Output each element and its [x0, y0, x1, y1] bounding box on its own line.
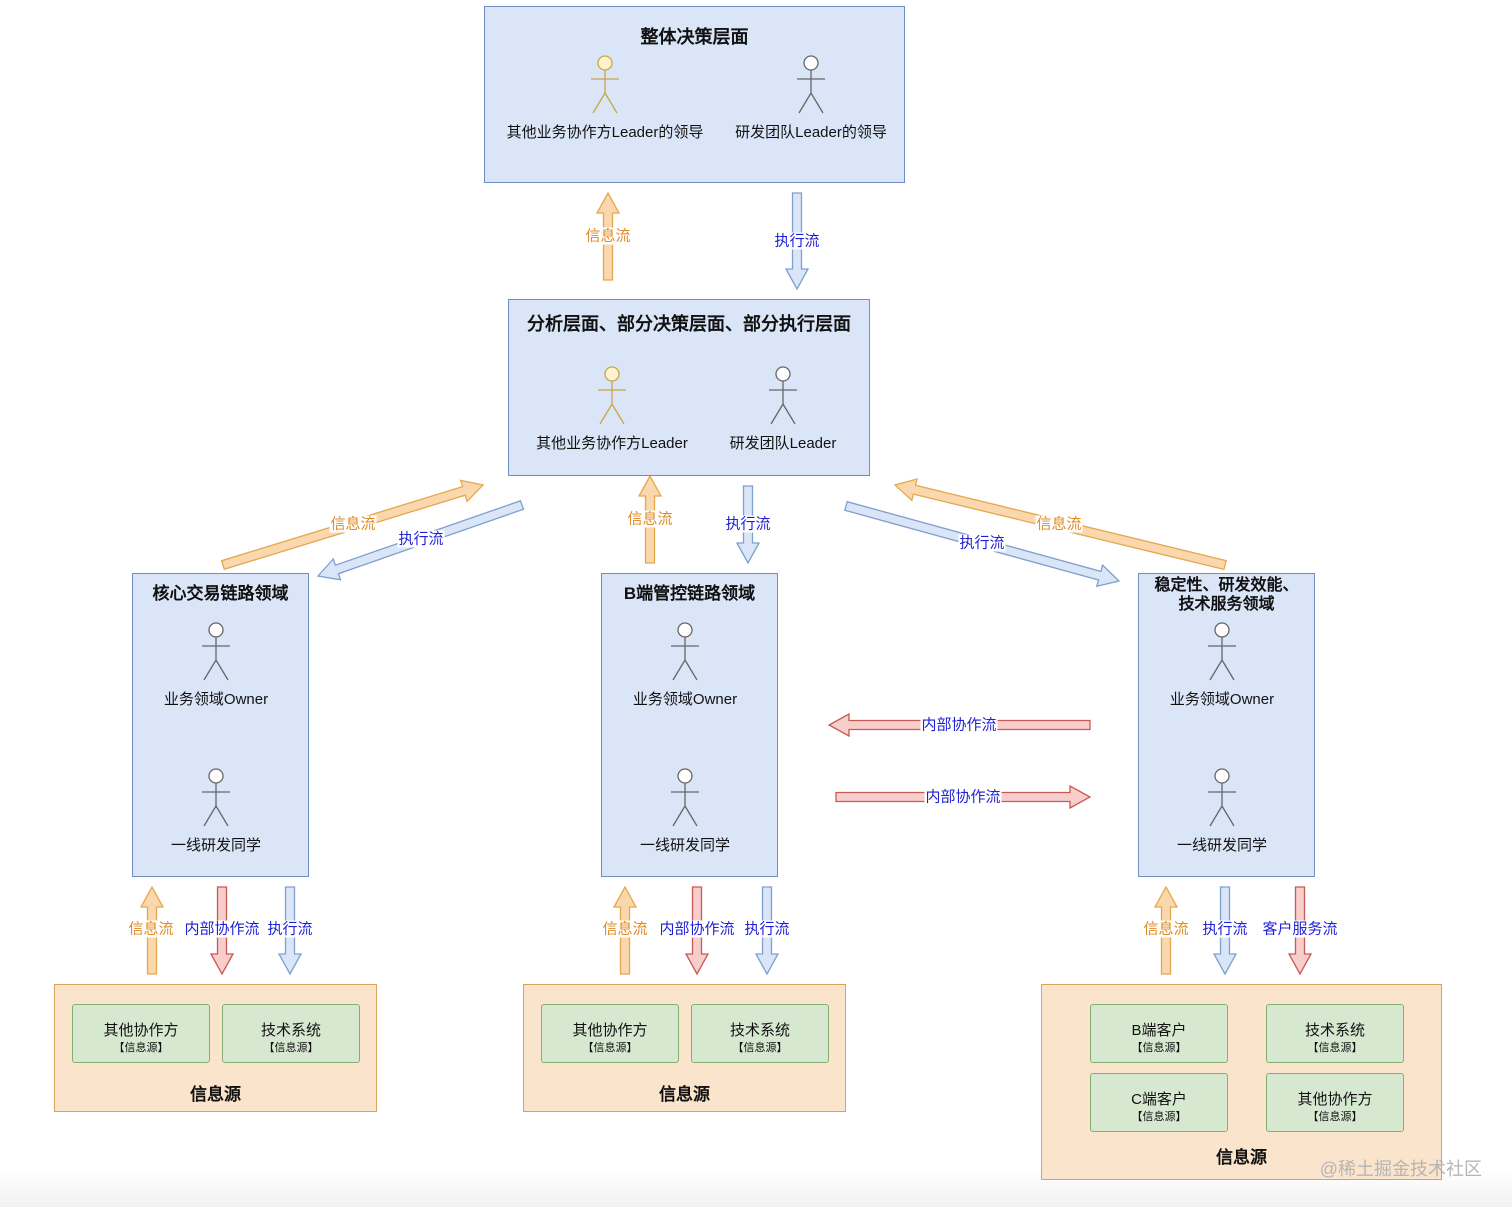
flow-label-info: 信息流 [1142, 920, 1190, 938]
flow-label-exec: 执行流 [397, 530, 445, 548]
flow-label-exec: 执行流 [724, 515, 772, 533]
actor-frontline-dev: 一线研发同学 [575, 768, 795, 855]
flow-label-exec: 执行流 [743, 920, 791, 938]
actor-label: 一线研发同学 [1176, 837, 1267, 854]
source-item: 其他协作方 【信息源】 [1266, 1073, 1404, 1132]
person-icon [1208, 622, 1236, 681]
source-item-tag: 【信息源】 [1131, 1111, 1187, 1123]
middle-analysis-box: 分析层面、部分决策层面、部分执行层面 其他业务协作方Leader 研发团队Lea… [508, 299, 870, 476]
source-item-tag: 【信息源】 [263, 1042, 319, 1054]
source-item: 技术系统 【信息源】 [222, 1004, 360, 1063]
source-item-tag: 【信息源】 [113, 1042, 169, 1054]
source-item-tag: 【信息源】 [582, 1042, 638, 1054]
actor-partner-leader: 其他业务协作方Leader [502, 366, 722, 453]
domain-box-core-trade: 核心交易链路领域 业务领域Owner 一线研发同学 [132, 573, 309, 877]
source-item-name: C端客户 [1131, 1091, 1187, 1108]
source-box-3: B端客户 【信息源】 技术系统 【信息源】 C端客户 【信息源】 其他协作方 【… [1041, 984, 1442, 1180]
actor-label: 研发团队Leader [729, 435, 837, 452]
source-item: 技术系统 【信息源】 [1266, 1004, 1404, 1063]
domain-title: 核心交易链路领域 [152, 584, 289, 603]
person-icon [202, 622, 230, 681]
flow-label-info: 信息流 [329, 515, 377, 533]
domain-box-b-control: B端管控链路领域 业务领域Owner 一线研发同学 [601, 573, 778, 877]
source-item: 其他协作方 【信息源】 [541, 1004, 679, 1063]
flow-label-customer: 客户服务流 [1261, 920, 1339, 938]
source-item-tag: 【信息源】 [1307, 1042, 1363, 1054]
source-item-name: 技术系统 [260, 1022, 321, 1039]
actor-frontline-dev: 一线研发同学 [106, 768, 326, 855]
flow-label-info: 信息流 [1035, 515, 1083, 533]
domain-title: 稳定性、研发效能、 技术服务领域 [1154, 577, 1299, 613]
flow-label-info: 信息流 [127, 920, 175, 938]
person-icon [797, 55, 825, 114]
actor-rd-leader-boss: 研发团队Leader的领导 [701, 55, 921, 142]
flow-label-exec: 执行流 [773, 232, 821, 250]
flow-label-exec: 执行流 [266, 920, 314, 938]
source-box-title: 信息源 [1216, 1148, 1267, 1167]
source-box-2: 其他协作方 【信息源】 技术系统 【信息源】 信息源 [523, 984, 846, 1112]
flow-label-info: 信息流 [584, 227, 632, 245]
flow-label-info: 信息流 [601, 920, 649, 938]
actor-label: 业务领域Owner [632, 691, 738, 708]
source-item-tag: 【信息源】 [1307, 1111, 1363, 1123]
actor-label: 其他业务协作方Leader [536, 435, 688, 452]
source-box-1: 其他协作方 【信息源】 技术系统 【信息源】 信息源 [54, 984, 377, 1112]
flow-label-coop: 内部协作流 [920, 716, 998, 734]
actor-domain-owner: 业务领域Owner [106, 622, 326, 709]
actor-domain-owner: 业务领域Owner [1112, 622, 1332, 709]
top-decision-box: 整体决策层面 其他业务协作方Leader的领导 研发团队Leader的领导 [484, 6, 905, 183]
actor-label: 业务领域Owner [1169, 691, 1275, 708]
actor-label: 研发团队Leader的领导 [735, 124, 887, 141]
person-icon [202, 768, 230, 827]
person-icon-yellow [598, 366, 626, 425]
domain-title: B端管控链路领域 [623, 584, 756, 603]
source-item-name: B端客户 [1131, 1022, 1187, 1039]
flow-label-exec: 执行流 [958, 534, 1006, 552]
actor-frontline-dev: 一线研发同学 [1112, 768, 1332, 855]
source-item-name: 其他协作方 [103, 1022, 179, 1039]
source-item: 技术系统 【信息源】 [691, 1004, 829, 1063]
flow-label-coop: 内部协作流 [658, 920, 736, 938]
person-icon [769, 366, 797, 425]
actor-label: 一线研发同学 [639, 837, 730, 854]
source-box-title: 信息源 [659, 1085, 710, 1104]
source-item: B端客户 【信息源】 [1090, 1004, 1228, 1063]
actor-label: 业务领域Owner [163, 691, 269, 708]
person-icon [1208, 768, 1236, 827]
person-icon [671, 768, 699, 827]
watermark: @稀土掘金技术社区 [1319, 1159, 1482, 1179]
actor-domain-owner: 业务领域Owner [575, 622, 795, 709]
source-item-name: 其他协作方 [572, 1022, 648, 1039]
actor-label: 其他业务协作方Leader的领导 [506, 124, 704, 141]
person-icon [671, 622, 699, 681]
source-item: 其他协作方 【信息源】 [72, 1004, 210, 1063]
source-item: C端客户 【信息源】 [1090, 1073, 1228, 1132]
actor-label: 一线研发同学 [170, 837, 261, 854]
flow-label-info: 信息流 [626, 510, 674, 528]
domain-box-stability: 稳定性、研发效能、 技术服务领域 业务领域Owner 一线研发同学 [1138, 573, 1315, 877]
source-item-tag: 【信息源】 [1131, 1042, 1187, 1054]
flow-label-coop: 内部协作流 [183, 920, 261, 938]
source-item-name: 技术系统 [1304, 1022, 1365, 1039]
middle-analysis-title: 分析层面、部分决策层面、部分执行层面 [527, 314, 851, 334]
source-item-tag: 【信息源】 [732, 1042, 788, 1054]
actor-rd-leader: 研发团队Leader [673, 366, 893, 453]
flow-label-exec: 执行流 [1201, 920, 1249, 938]
flow-label-coop: 内部协作流 [924, 788, 1002, 806]
top-decision-title: 整体决策层面 [640, 27, 749, 47]
person-icon-yellow [591, 55, 619, 114]
actor-partner-leader-boss: 其他业务协作方Leader的领导 [495, 55, 715, 142]
source-item-name: 其他协作方 [1297, 1091, 1373, 1108]
source-item-name: 技术系统 [729, 1022, 790, 1039]
source-box-title: 信息源 [190, 1085, 241, 1104]
